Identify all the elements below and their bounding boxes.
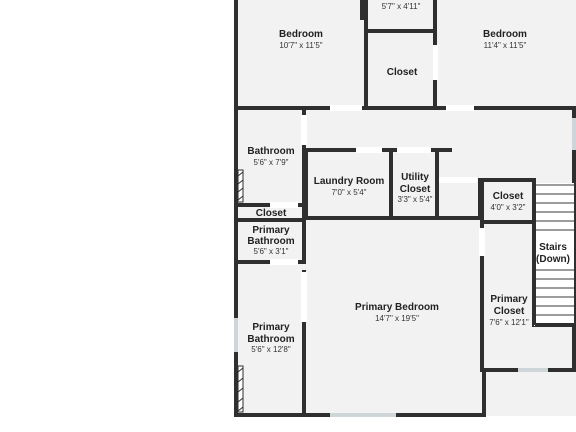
stairs-name-1: Stairs bbox=[539, 242, 567, 253]
bathroom-dims: 5'6" x 7'9" bbox=[254, 158, 289, 167]
primary-closet-name-2: Closet bbox=[494, 306, 525, 317]
closet-top-name: Closet bbox=[387, 67, 418, 78]
bathroom-name: Bathroom bbox=[247, 146, 294, 157]
right-side-walls bbox=[478, 178, 576, 372]
primary-bath-small-name-2: Bathroom bbox=[247, 236, 294, 247]
bedroom-left-name: Bedroom bbox=[279, 29, 323, 40]
primary-bath-small-dims: 5'6" x 3'1" bbox=[254, 247, 289, 256]
bedroom-right-name: Bedroom bbox=[483, 29, 527, 40]
bedroom-left-dims: 10'7" x 11'5" bbox=[279, 41, 322, 50]
primary-closet-dims: 7'6" x 12'1" bbox=[489, 318, 529, 327]
hatch-left-lower bbox=[237, 365, 244, 413]
top-row-walls bbox=[234, 0, 576, 110]
primary-bedroom-dims: 14'7" x 19'5" bbox=[375, 314, 419, 323]
primary-bath-small-name-1: Primary bbox=[252, 225, 290, 236]
door-openings bbox=[270, 45, 535, 326]
windows bbox=[234, 118, 576, 417]
utility-dims: 3'3" x 5'4" bbox=[398, 195, 433, 204]
hatch-left-upper bbox=[237, 169, 244, 203]
closet-right-dims: 4'0" x 3'2" bbox=[491, 203, 526, 212]
utility-name-1: Utility bbox=[401, 172, 429, 183]
primary-bedroom-name: Primary Bedroom bbox=[355, 302, 439, 313]
laundry-dims: 7'0" x 5'4" bbox=[332, 188, 367, 197]
primary-bath-large-name-1: Primary bbox=[252, 322, 290, 333]
utility-name-2: Closet bbox=[400, 184, 431, 195]
stairs-treads bbox=[536, 183, 574, 323]
stairs-name-2: (Down) bbox=[536, 254, 570, 265]
primary-bath-large-dims: 5'6" x 12'8" bbox=[251, 345, 291, 354]
closet-left-name: Closet bbox=[256, 208, 287, 219]
primary-closet-name-1: Primary bbox=[490, 294, 528, 305]
top-hall-dims: 5'7" x 4'11" bbox=[382, 2, 421, 11]
closet-right-name: Closet bbox=[493, 191, 524, 202]
bedroom-right-dims: 11'4" x 11'5" bbox=[484, 41, 527, 50]
primary-bath-large-name-2: Bathroom bbox=[247, 334, 294, 345]
laundry-name: Laundry Room bbox=[314, 176, 385, 187]
